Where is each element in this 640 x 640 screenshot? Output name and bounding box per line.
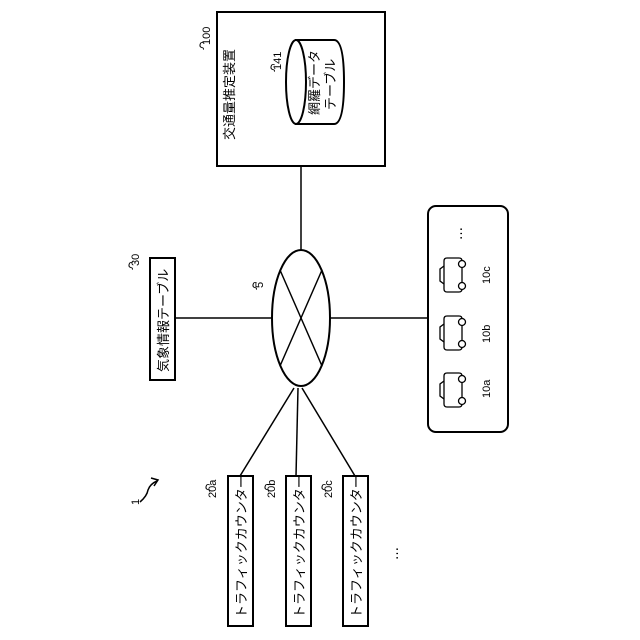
estimator-title: 交通量推定装置 [222,49,238,140]
traffic-counter: ς 20a トラフィックカウンター [205,475,253,626]
link-counter-20a [240,388,294,476]
counter-label: トラフィックカウンター [235,475,250,618]
counter-label: トラフィックカウンター [293,475,308,618]
vehicles-box [428,206,508,432]
counter-ref-label: 20c [323,480,335,498]
vehicle-ref-label: 10a [481,379,493,398]
counter-ref-label: 20a [207,479,219,498]
table-ref-label: 141 [272,52,284,70]
vehicles-ellipsis: … [451,227,466,240]
vehicle-ref-label: 10c [481,266,493,284]
link-counter-20b [296,388,298,476]
traffic-counter: ς 20c トラフィックカウンター [321,475,368,626]
counters-ellipsis: … [387,547,402,560]
table-label-line1: 網羅データ [307,50,323,115]
vehicle-ref-label: 10b [481,325,493,343]
link-counter-20c [302,388,355,476]
table-label-line2: テーブル [323,59,339,110]
weather-table-label: 気象情報テーブル [156,269,172,372]
network-ref-label: 5 [254,282,266,288]
weather-ref-label: 30 [130,254,142,266]
weather-table: ς 30 気象情報テーブル [128,254,175,380]
estimator-ref-label: 100 [201,27,213,45]
system-ref: 1 [130,478,158,505]
vehicles-group: … 10c 10b 10a [428,206,508,432]
traffic-estimator: ς 100 交通量推定装置 ς 141 網羅データ テーブル [199,12,385,166]
counter-label: トラフィックカウンター [350,475,365,618]
counter-ref-label: 20b [266,480,278,498]
traffic-counter: ς 20b トラフィックカウンター [264,475,311,626]
